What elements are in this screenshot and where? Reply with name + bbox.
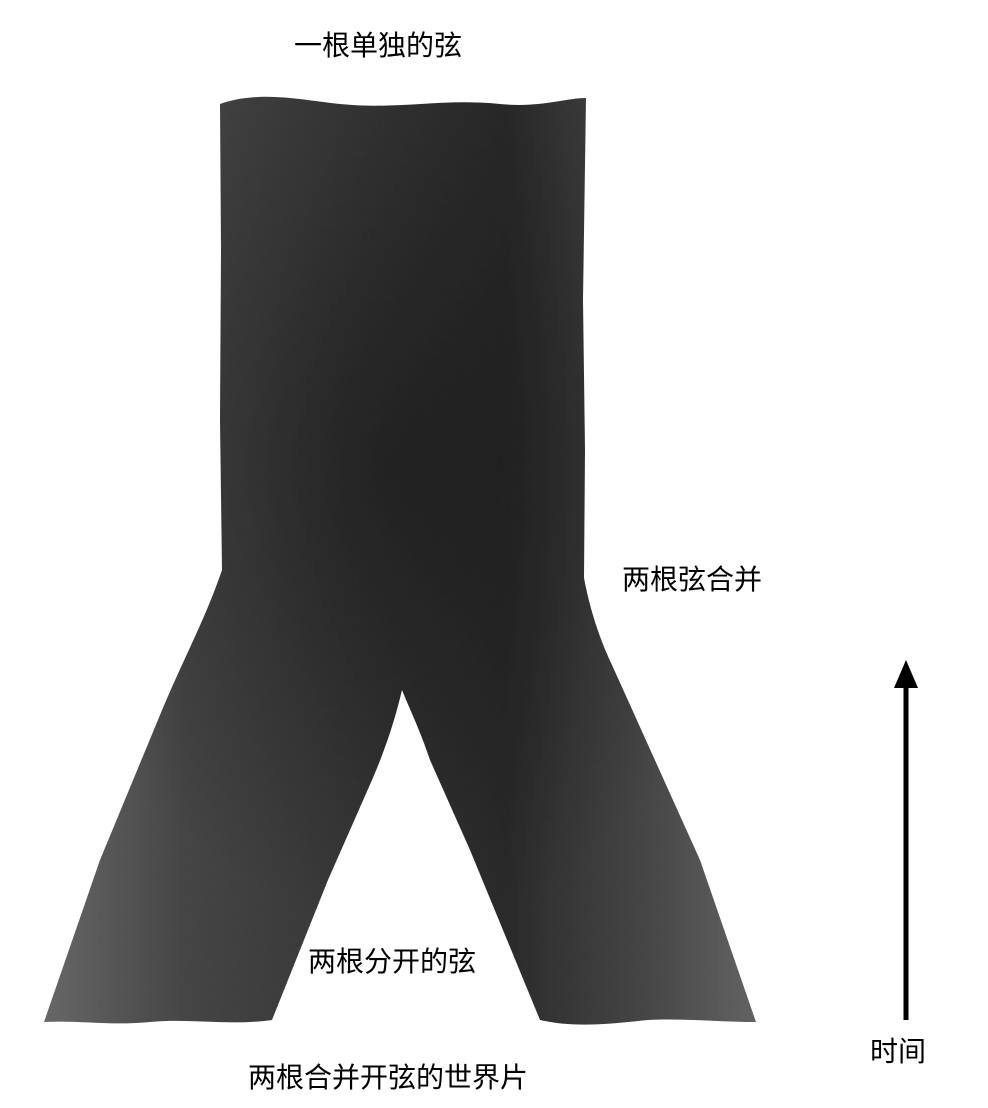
diagram-caption: 两根合并开弦的世界片 (248, 1061, 529, 1094)
worldsheet (44, 96, 756, 1025)
time-arrow (894, 660, 918, 1020)
strings-merge-label: 两根弦合并 (622, 563, 763, 596)
two-separate-strings-label: 两根分开的弦 (308, 945, 477, 978)
time-arrow-head (894, 660, 918, 688)
time-axis-label: 时间 (870, 1035, 927, 1068)
worldsheet-shading (44, 96, 756, 1025)
single-string-label: 一根单独的弦 (294, 29, 463, 62)
